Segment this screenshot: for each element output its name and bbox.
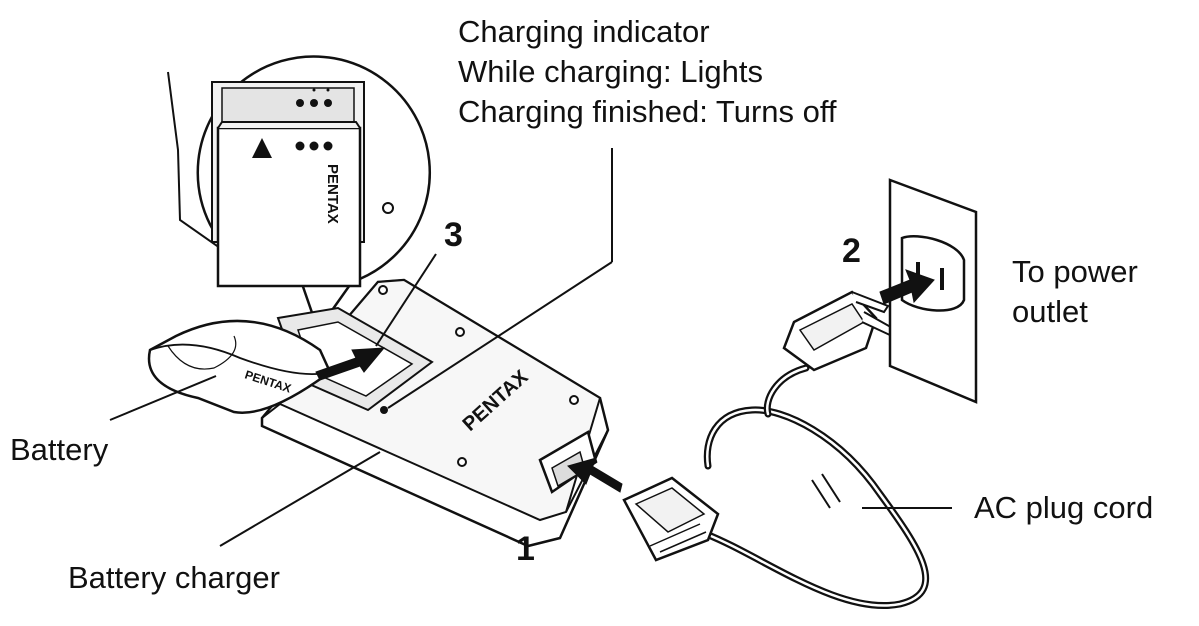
step-number-3: 3 [444,216,463,254]
battery-charger: PENTAX [260,278,610,548]
leader-lines [109,148,952,547]
charging-indicator-lamp [380,406,388,414]
to-power-outlet-label-line1: To power [1012,254,1138,289]
terminal-marks-upper [296,88,332,107]
terminal-marks-battery [295,141,333,151]
ac-plug-cord [702,364,930,609]
step-number-1: 1 [516,530,535,568]
connector-plug [622,476,720,562]
battery-brand-logo-inset: PENTAX [324,164,341,224]
plug-in-outlet-arrow [879,269,935,305]
wall-plug [782,290,898,372]
charging-finished-label: Charging finished: Turns off [458,94,837,129]
charging-indicator-lamp-inset [382,202,394,214]
magnified-inset: PENTAX [167,55,432,333]
insert-direction-triangle [252,138,272,158]
battery-charger-label: Battery charger [68,560,280,595]
charging-indicator-label: Charging indicator [458,14,710,49]
step-number-2: 2 [842,232,861,270]
ac-plug-cord-label: AC plug cord [974,490,1154,525]
connect-cord-arrow [567,457,623,493]
battery-label: Battery [10,432,109,467]
insert-battery-arrow [315,347,386,381]
while-charging-label: While charging: Lights [458,54,763,89]
battery: PENTAX [147,319,332,414]
to-power-outlet-label-line2: outlet [1012,294,1088,329]
